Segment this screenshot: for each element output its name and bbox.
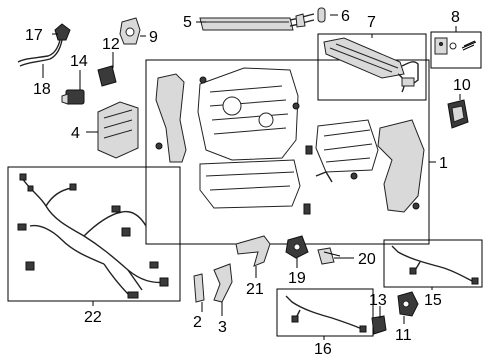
valve-part-11	[397, 291, 419, 317]
callout-10: 10	[453, 77, 471, 94]
callout-15: 15	[424, 292, 442, 309]
callout-21: 21	[246, 281, 264, 298]
actuator-part-9	[119, 17, 141, 45]
callout-12: 12	[102, 36, 120, 53]
valve-part-8	[434, 37, 477, 55]
bracket-part-2	[193, 273, 205, 303]
callout-20: 20	[358, 251, 376, 268]
callout-13: 13	[369, 292, 387, 309]
evaporator-part-7	[323, 37, 419, 93]
clip-part-19	[285, 235, 309, 259]
callout-6: 6	[341, 8, 350, 25]
pipe-part-20	[317, 247, 341, 265]
callout-18: 18	[33, 81, 51, 98]
sensor-part-13	[371, 315, 387, 335]
callout-8: 8	[451, 9, 460, 26]
pipe-part-15	[391, 245, 479, 285]
callout-17: 17	[25, 27, 43, 44]
callout-1: 1	[439, 155, 448, 172]
callout-4: 4	[71, 125, 80, 142]
callout-11: 11	[395, 327, 412, 344]
callout-labels: 1 2 3 4 5 6 7 8 9 10 11 12 13 14 15 16 1…	[25, 8, 471, 358]
hvac-assembly-part-1	[155, 67, 425, 215]
bracket-part-3	[213, 263, 233, 303]
hose-part-17-18	[17, 23, 71, 67]
heater-core-part-5	[199, 13, 315, 31]
sensor-part-10	[447, 99, 469, 129]
part-15-frame	[383, 239, 483, 288]
duct-part-4	[97, 101, 139, 159]
part-16-frame	[276, 288, 374, 337]
leader-lines	[42, 14, 461, 340]
motor-part-14	[61, 89, 85, 105]
callout-7: 7	[367, 14, 376, 31]
callout-5: 5	[183, 14, 192, 31]
seal-part-6	[317, 7, 326, 23]
callout-9: 9	[149, 29, 158, 46]
callout-2: 2	[193, 314, 202, 331]
connector-part-12	[97, 65, 117, 87]
callout-3: 3	[218, 319, 227, 336]
callout-14: 14	[70, 53, 88, 70]
callout-16: 16	[314, 341, 332, 358]
wiring-harness-part-22	[17, 173, 169, 299]
bracket-part-21	[235, 235, 271, 267]
callout-19: 19	[288, 270, 306, 287]
callout-22: 22	[84, 309, 102, 326]
harness-frame	[7, 166, 181, 302]
pipe-part-16	[285, 295, 367, 333]
